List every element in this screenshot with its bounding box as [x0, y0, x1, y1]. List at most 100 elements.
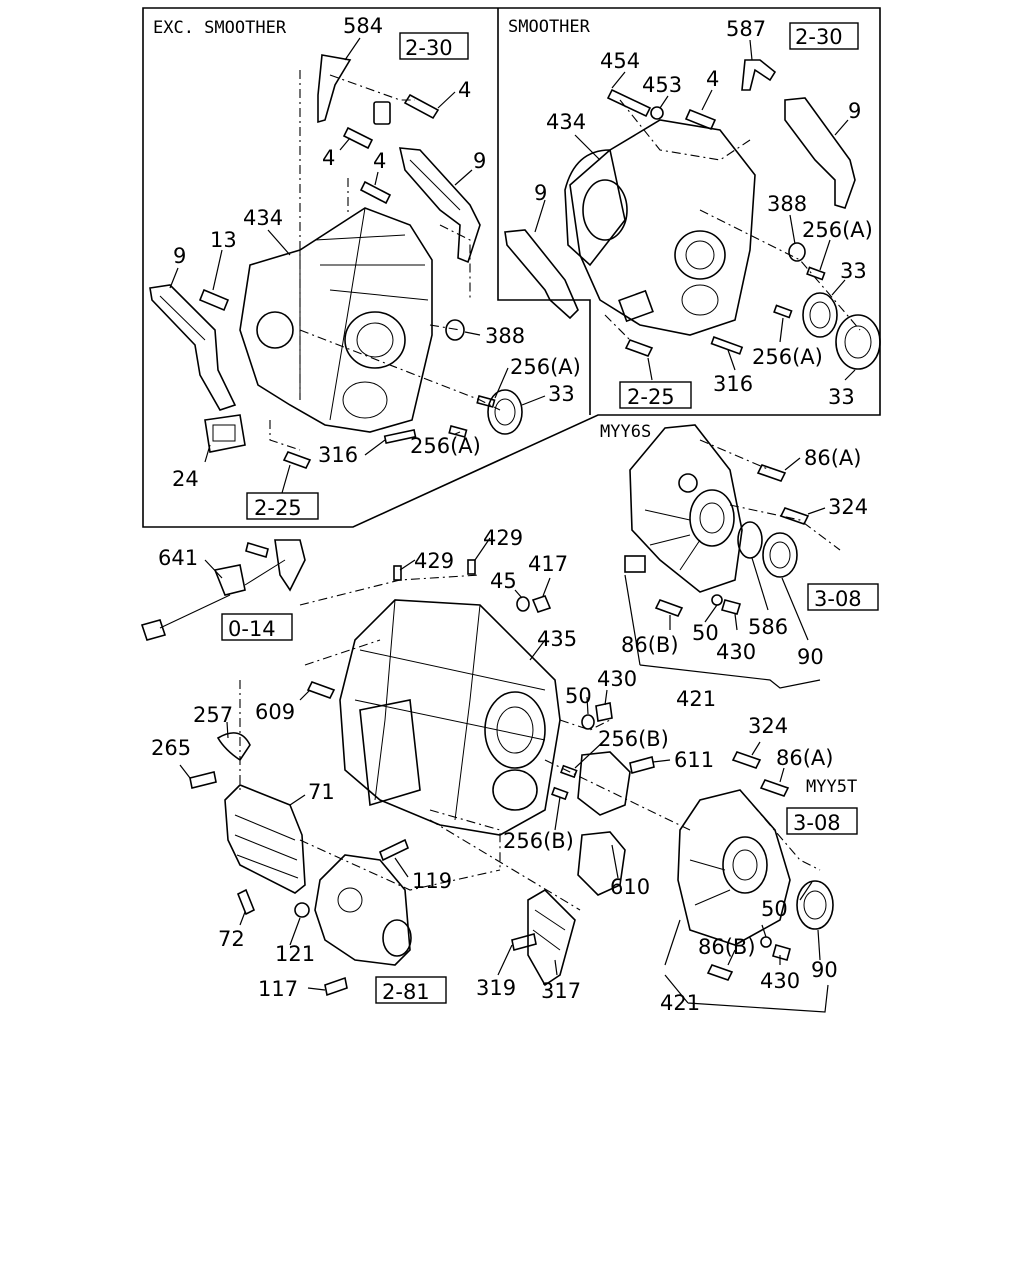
callout-609: 609	[255, 700, 295, 724]
bolt-2-25-smoother	[624, 339, 654, 357]
callout-9: 9	[534, 181, 547, 205]
reference-box-2-81[interactable]: 2-81	[375, 976, 447, 1004]
callout-33: 33	[548, 382, 575, 406]
callout-316: 316	[713, 372, 753, 396]
callout-86a: 86(A)	[776, 746, 833, 770]
callout-317: 317	[541, 979, 581, 1003]
bolt-13	[198, 288, 230, 312]
callout-316: 316	[318, 443, 358, 467]
reference-text: 2-25	[254, 496, 302, 520]
callout-434: 434	[546, 110, 586, 134]
callout-586: 586	[748, 615, 788, 639]
bracket-9-right	[398, 147, 481, 264]
callout-429: 429	[414, 549, 454, 573]
callout-421: 421	[676, 687, 716, 711]
bracket-9-left	[149, 284, 237, 411]
callout-417: 417	[528, 552, 568, 576]
bolt-4-smoother	[684, 108, 717, 131]
myy5t-title: MYY5T	[806, 777, 857, 797]
plate-316-b	[710, 336, 744, 355]
exc-smoother-title: EXC. SMOOTHER	[153, 18, 287, 38]
reference-box-3-08-a[interactable]: 3-08	[807, 583, 879, 611]
oil-seal-33-c	[835, 314, 881, 370]
callout-50: 50	[761, 897, 788, 921]
callout-13: 13	[210, 228, 237, 252]
nut-453	[650, 106, 664, 120]
bolt-319	[511, 933, 537, 951]
bolt-265	[189, 771, 217, 789]
clip-connector	[373, 101, 391, 125]
callout-256b: 256(B)	[598, 727, 669, 751]
callout-4: 4	[373, 149, 386, 173]
seal-90-b	[796, 880, 834, 930]
callout-4: 4	[458, 78, 471, 102]
callout-9: 9	[473, 149, 486, 173]
assembly-lines	[239, 70, 861, 911]
nut-121	[294, 902, 310, 918]
smoother-title: SMOOTHER	[508, 17, 591, 37]
reference-text: 2-25	[627, 385, 675, 409]
callout-429: 429	[483, 526, 523, 550]
bracket-9-smoother-left	[504, 229, 579, 320]
reference-box-2-30-b[interactable]: 2-30	[789, 22, 859, 50]
bolts-myy5t	[706, 751, 791, 981]
plug-430-main	[595, 702, 613, 722]
callout-256a: 256(A)	[802, 218, 873, 242]
reference-box-3-08-b[interactable]: 3-08	[786, 807, 858, 835]
callout-257: 257	[193, 703, 233, 727]
callout-33: 33	[840, 259, 867, 283]
seal-586	[737, 521, 763, 559]
callout-117: 117	[258, 977, 298, 1001]
callout-86b: 86(B)	[621, 633, 679, 657]
callout-587: 587	[726, 17, 766, 41]
oring-50-main	[581, 714, 595, 730]
myy6s-title: MYY6S	[600, 422, 651, 442]
pto-unit	[314, 854, 412, 966]
callout-388: 388	[485, 324, 525, 348]
callout-256a: 256(A)	[510, 355, 581, 379]
oring-45	[516, 596, 530, 612]
callout-labels: 584 4 4 4 9 434 13 9 388 256(A) 33 256(A…	[151, 14, 873, 1015]
bolt-454	[606, 88, 652, 118]
exc-smoother-panel-frame	[142, 7, 881, 528]
bushing-388-a	[445, 319, 465, 341]
callout-454: 454	[600, 49, 640, 73]
bolt-2-25-exc	[282, 451, 312, 469]
callout-33: 33	[828, 385, 855, 409]
seal-90-a	[762, 532, 798, 578]
dowel-pins-429	[393, 559, 476, 581]
reference-box-0-14[interactable]: 0-14	[221, 613, 293, 641]
callout-324: 324	[828, 495, 868, 519]
reference-box-2-25-b[interactable]: 2-25	[619, 381, 692, 409]
callout-50: 50	[692, 621, 719, 645]
reference-text: 3-08	[814, 587, 862, 611]
reference-box-2-25-a[interactable]: 2-25	[246, 492, 319, 520]
extension-housing-myy5t	[677, 789, 791, 946]
clutch-housing-exc-smoother	[239, 207, 433, 433]
cover-71	[224, 784, 306, 894]
callout-430: 430	[597, 667, 637, 691]
stud-119	[378, 838, 410, 862]
oil-seal-33-a	[487, 389, 523, 435]
callout-434: 434	[243, 206, 283, 230]
bracket-584	[317, 54, 352, 124]
callout-324: 324	[748, 714, 788, 738]
callout-90: 90	[797, 645, 824, 669]
gasket-610	[577, 751, 631, 896]
clip-257	[216, 732, 251, 762]
transmission-case-435	[339, 599, 561, 836]
callout-4: 4	[322, 146, 335, 170]
callout-71: 71	[308, 780, 335, 804]
bracket-9-smoother-right	[784, 97, 856, 209]
callout-256a: 256(A)	[410, 434, 481, 458]
clutch-housing-smoother	[564, 119, 756, 336]
speed-sensor-641	[140, 539, 306, 641]
hose-587	[741, 59, 777, 91]
bolt-72	[236, 888, 256, 916]
callout-584: 584	[343, 14, 383, 38]
callout-90: 90	[811, 958, 838, 982]
reference-box-2-30-a[interactable]: 2-30	[399, 32, 469, 60]
callout-9: 9	[848, 99, 861, 123]
